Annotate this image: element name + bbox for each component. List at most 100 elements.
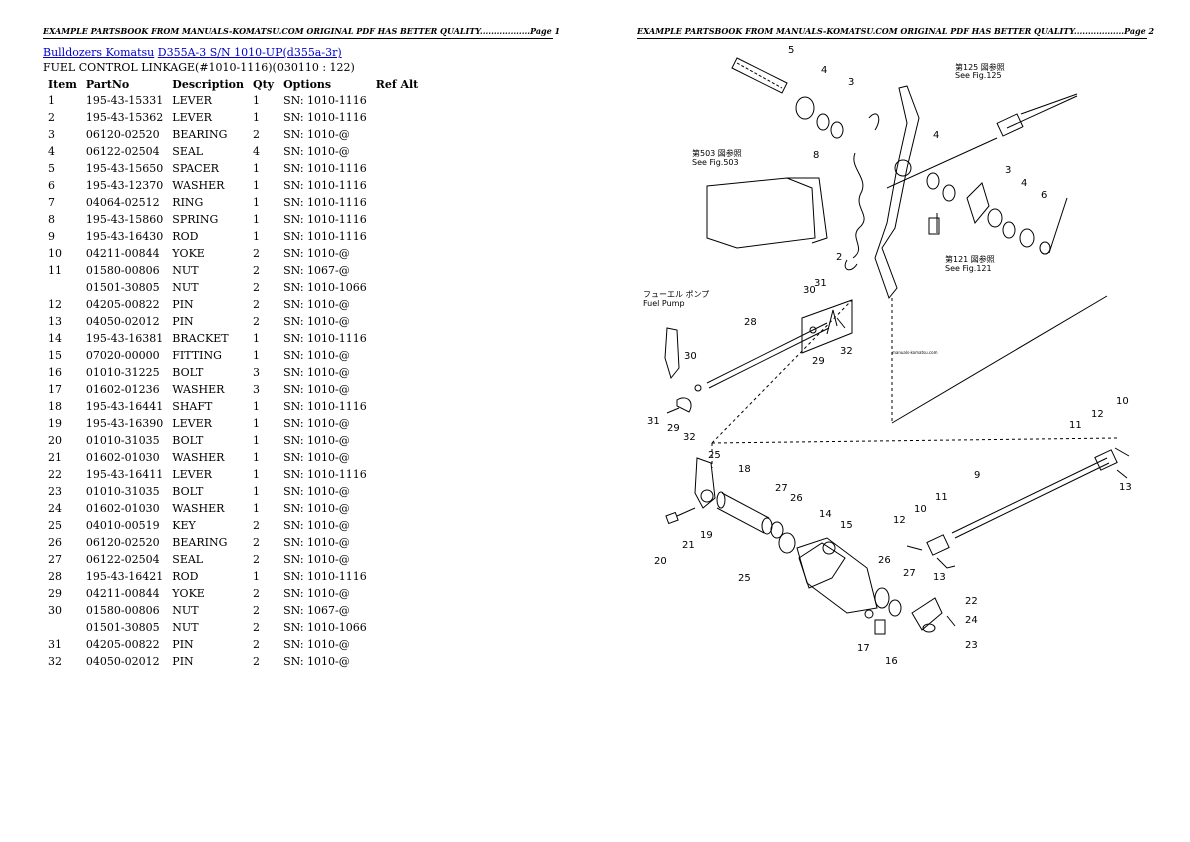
- cell-options: SN: 1010-@: [283, 553, 350, 566]
- callout-number: 4: [933, 130, 939, 141]
- cell-qty: 2: [253, 519, 260, 532]
- cell-description: WASHER: [172, 451, 225, 464]
- callout-number: 23: [965, 640, 978, 651]
- ref-fig503-en: See Fig.503: [692, 158, 739, 167]
- cell-description: WASHER: [172, 383, 225, 396]
- callout-number: 10: [1116, 396, 1129, 407]
- column-header-ref-alt: Ref Alt: [375, 77, 419, 91]
- callout-number: 27: [775, 483, 788, 494]
- cell-options: SN: 1010-@: [283, 485, 350, 498]
- cell-description: NUT: [172, 281, 199, 294]
- callout-number: 26: [878, 555, 891, 566]
- ref-fuel-pump-en: Fuel Pump: [643, 299, 685, 308]
- cell-options: SN: 1010-@: [283, 434, 350, 447]
- cell-description: RING: [172, 196, 204, 209]
- cell-description: YOKE: [172, 587, 205, 600]
- callout-number: 18: [738, 464, 751, 475]
- cell-ref-alt: [371, 534, 423, 551]
- ref-fig125-jp: 第125 図参照: [955, 62, 1005, 72]
- cell-description: BOLT: [172, 434, 204, 447]
- cell-options: SN: 1010-@: [283, 298, 350, 311]
- cell-ref-alt: [371, 415, 423, 432]
- cell-ref-alt: [371, 313, 423, 330]
- cell-partno: 01602-01236: [85, 383, 160, 396]
- cell-description: PIN: [172, 315, 194, 328]
- cell-partno: 04064-02512: [85, 196, 160, 209]
- cell-partno: 07020-00000: [85, 349, 160, 362]
- cell-description: PIN: [172, 638, 194, 651]
- cell-ref-alt: [371, 602, 423, 619]
- diagram-watermark: manuals-komatsu.com: [892, 350, 938, 355]
- cell-options: SN: 1010-1116: [283, 179, 367, 192]
- cell-options: SN: 1010-1116: [283, 230, 367, 243]
- cell-options: SN: 1010-1116: [283, 332, 367, 345]
- cell-ref-alt: [371, 211, 423, 228]
- cell-options: SN: 1010-@: [283, 247, 350, 260]
- cell-options: SN: 1010-@: [283, 638, 350, 651]
- cell-description: WASHER: [172, 502, 225, 515]
- cell-options: SN: 1010-@: [283, 587, 350, 600]
- cell-description: LEVER: [172, 417, 212, 430]
- callout-number: 27: [903, 568, 916, 579]
- cell-description: YOKE: [172, 247, 205, 260]
- cell-item: 5: [48, 162, 55, 175]
- cell-options: SN: 1010-@: [283, 417, 350, 430]
- cell-partno: 01010-31225: [85, 366, 160, 379]
- cell-partno: 195-43-16430: [85, 230, 164, 243]
- cell-options: SN: 1010-1116: [283, 468, 367, 481]
- parts-table: Item PartNo Description Qty Options Ref …: [43, 76, 422, 670]
- cell-partno: 195-43-16411: [85, 468, 164, 481]
- cell-qty: 1: [253, 451, 260, 464]
- cell-partno: 01602-01030: [85, 502, 160, 515]
- cell-qty: 2: [253, 128, 260, 141]
- breadcrumb-link-model[interactable]: D355A-3 S/N 1010-UP(d355a-3r): [157, 46, 342, 59]
- cell-qty: 1: [253, 196, 260, 209]
- cell-qty: 2: [253, 281, 260, 294]
- callout-number: 9: [974, 470, 980, 481]
- cell-ref-alt: [371, 143, 423, 160]
- cell-options: SN: 1010-@: [283, 128, 350, 141]
- cell-partno: 04050-02012: [85, 655, 160, 668]
- cell-item: 13: [48, 315, 62, 328]
- cell-options: SN: 1010-@: [283, 519, 350, 532]
- callout-number: 31: [647, 416, 660, 427]
- cell-item: 29: [48, 587, 62, 600]
- cell-partno: 01580-00806: [85, 604, 160, 617]
- cell-item: 21: [48, 451, 62, 464]
- cell-item: 1: [48, 94, 55, 107]
- cell-qty: 1: [253, 502, 260, 515]
- cell-qty: 1: [253, 485, 260, 498]
- ref-fig125-en: See Fig.125: [955, 71, 1002, 80]
- cell-item: 24: [48, 502, 62, 515]
- cell-item: 23: [48, 485, 62, 498]
- callout-number: 11: [935, 492, 948, 503]
- cell-description: KEY: [172, 519, 196, 532]
- cell-options: SN: 1010-@: [283, 536, 350, 549]
- column-header-options: Options: [283, 77, 332, 91]
- callout-number: 19: [700, 530, 713, 541]
- breadcrumb-link-brand[interactable]: Bulldozers Komatsu: [43, 46, 155, 59]
- cell-partno: 195-43-16381: [85, 332, 164, 345]
- cell-ref-alt: [371, 653, 423, 670]
- cell-description: PIN: [172, 298, 194, 311]
- cell-options: SN: 1010-1066: [283, 621, 367, 634]
- diagram-upper-assembly: [706, 57, 1078, 300]
- cell-options: SN: 1010-@: [283, 383, 350, 396]
- cell-qty: 1: [253, 179, 260, 192]
- cell-description: SHAFT: [172, 400, 213, 413]
- cell-item: [43, 619, 81, 636]
- callout-number: 12: [1091, 409, 1104, 420]
- cell-item: 7: [48, 196, 55, 209]
- cell-qty: 1: [253, 332, 260, 345]
- cell-partno: 195-43-15650: [85, 162, 164, 175]
